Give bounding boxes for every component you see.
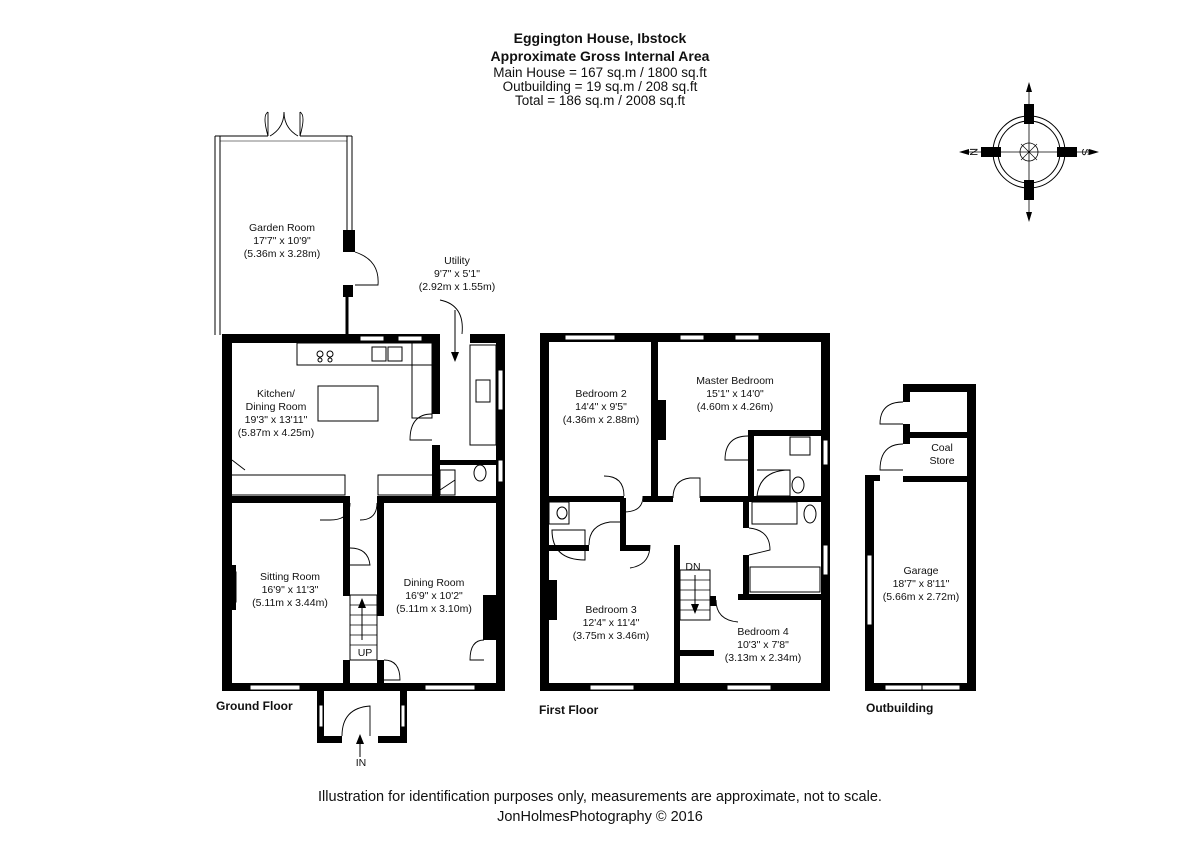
first-floor-plan: Bedroom 2 14'4" x 9'5" (4.36m x 2.88m) M…: [539, 333, 830, 717]
compass-rose-icon: N S: [959, 82, 1099, 222]
sitting-room-size-metric: (5.11m x 3.44m): [252, 597, 328, 609]
sitting-room-size-imperial: 16'9" x 11'3": [262, 584, 319, 596]
bedroom-2-size-imperial: 14'4" x 9'5": [575, 401, 627, 413]
bedroom-4-label: Bedroom 4: [737, 626, 789, 638]
sitting-room-label: Sitting Room: [260, 571, 320, 583]
garden-room-label: Garden Room: [249, 222, 315, 234]
area-outbuilding: Outbuilding = 19 sq.m / 208 sq.ft: [503, 79, 698, 94]
first-floor-label: First Floor: [539, 703, 599, 717]
garden-room-size-imperial: 17'7" x 10'9": [253, 235, 311, 247]
area-total: Total = 186 sq.m / 2008 sq.ft: [515, 93, 685, 108]
compass-south-label: S: [1079, 148, 1091, 155]
master-bedroom-size-imperial: 15'1" x 14'0": [706, 388, 764, 400]
ground-floor-label: Ground Floor: [216, 699, 293, 713]
bedroom-2-label: Bedroom 2: [575, 388, 627, 400]
stairs-down-marker: DN: [685, 561, 700, 573]
bedroom-3-size-imperial: 12'4" x 11'4": [583, 617, 640, 629]
area-main-house: Main House = 167 sq.m / 1800 sq.ft: [493, 65, 707, 80]
garage-size-imperial: 18'7" x 8'11": [893, 578, 950, 590]
stairs-up-marker: UP: [358, 647, 373, 659]
bedroom-2-size-metric: (4.36m x 2.88m): [563, 414, 639, 426]
coal-store-label-line2: Store: [929, 455, 954, 467]
bedroom-3-label: Bedroom 3: [585, 604, 637, 616]
ground-floor-plan: Garden Room 17'7" x 10'9" (5.36m x 3.28m…: [214, 111, 505, 769]
utility-size-metric: (2.92m x 1.55m): [419, 281, 495, 293]
plan-title: Eggington House, Ibstock: [514, 30, 687, 46]
kitchen-label-line1: Kitchen/: [257, 388, 295, 400]
bedroom-4-size-imperial: 10'3" x 7'8": [737, 639, 789, 651]
utility-size-imperial: 9'7" x 5'1": [434, 268, 480, 280]
bedroom-4-size-metric: (3.13m x 2.34m): [725, 652, 801, 664]
credit-text: JonHolmesPhotography © 2016: [497, 809, 703, 825]
plan-header: Eggington House, Ibstock Approximate Gro…: [491, 30, 710, 108]
coal-store-label-line1: Coal: [931, 442, 953, 454]
garden-room-size-metric: (5.36m x 3.28m): [244, 248, 320, 260]
dining-room-size-metric: (5.11m x 3.10m): [396, 603, 472, 615]
outbuilding-plan: Coal Store Garage 18'7" x 8'11" (5.66m x…: [865, 384, 976, 715]
plan-footer: Illustration for identification purposes…: [318, 789, 882, 825]
dining-room-size-imperial: 16'9" x 10'2": [405, 590, 463, 602]
bedroom-3-size-metric: (3.75m x 3.46m): [573, 630, 649, 642]
entrance-marker: IN: [356, 757, 367, 769]
master-bedroom-size-metric: (4.60m x 4.26m): [697, 401, 773, 413]
disclaimer-text: Illustration for identification purposes…: [318, 789, 882, 805]
garage-size-metric: (5.66m x 2.72m): [883, 591, 959, 603]
outbuilding-label: Outbuilding: [866, 701, 933, 715]
master-bedroom-label: Master Bedroom: [696, 375, 774, 387]
kitchen-size-imperial: 19'3" x 13'11": [245, 414, 308, 426]
kitchen-label-line2: Dining Room: [246, 401, 307, 413]
dining-room-label: Dining Room: [404, 577, 465, 589]
kitchen-size-metric: (5.87m x 4.25m): [238, 427, 314, 439]
garage-label: Garage: [903, 565, 938, 577]
compass-north-label: N: [967, 148, 979, 156]
plan-subtitle: Approximate Gross Internal Area: [491, 48, 710, 64]
utility-label: Utility: [444, 255, 470, 267]
